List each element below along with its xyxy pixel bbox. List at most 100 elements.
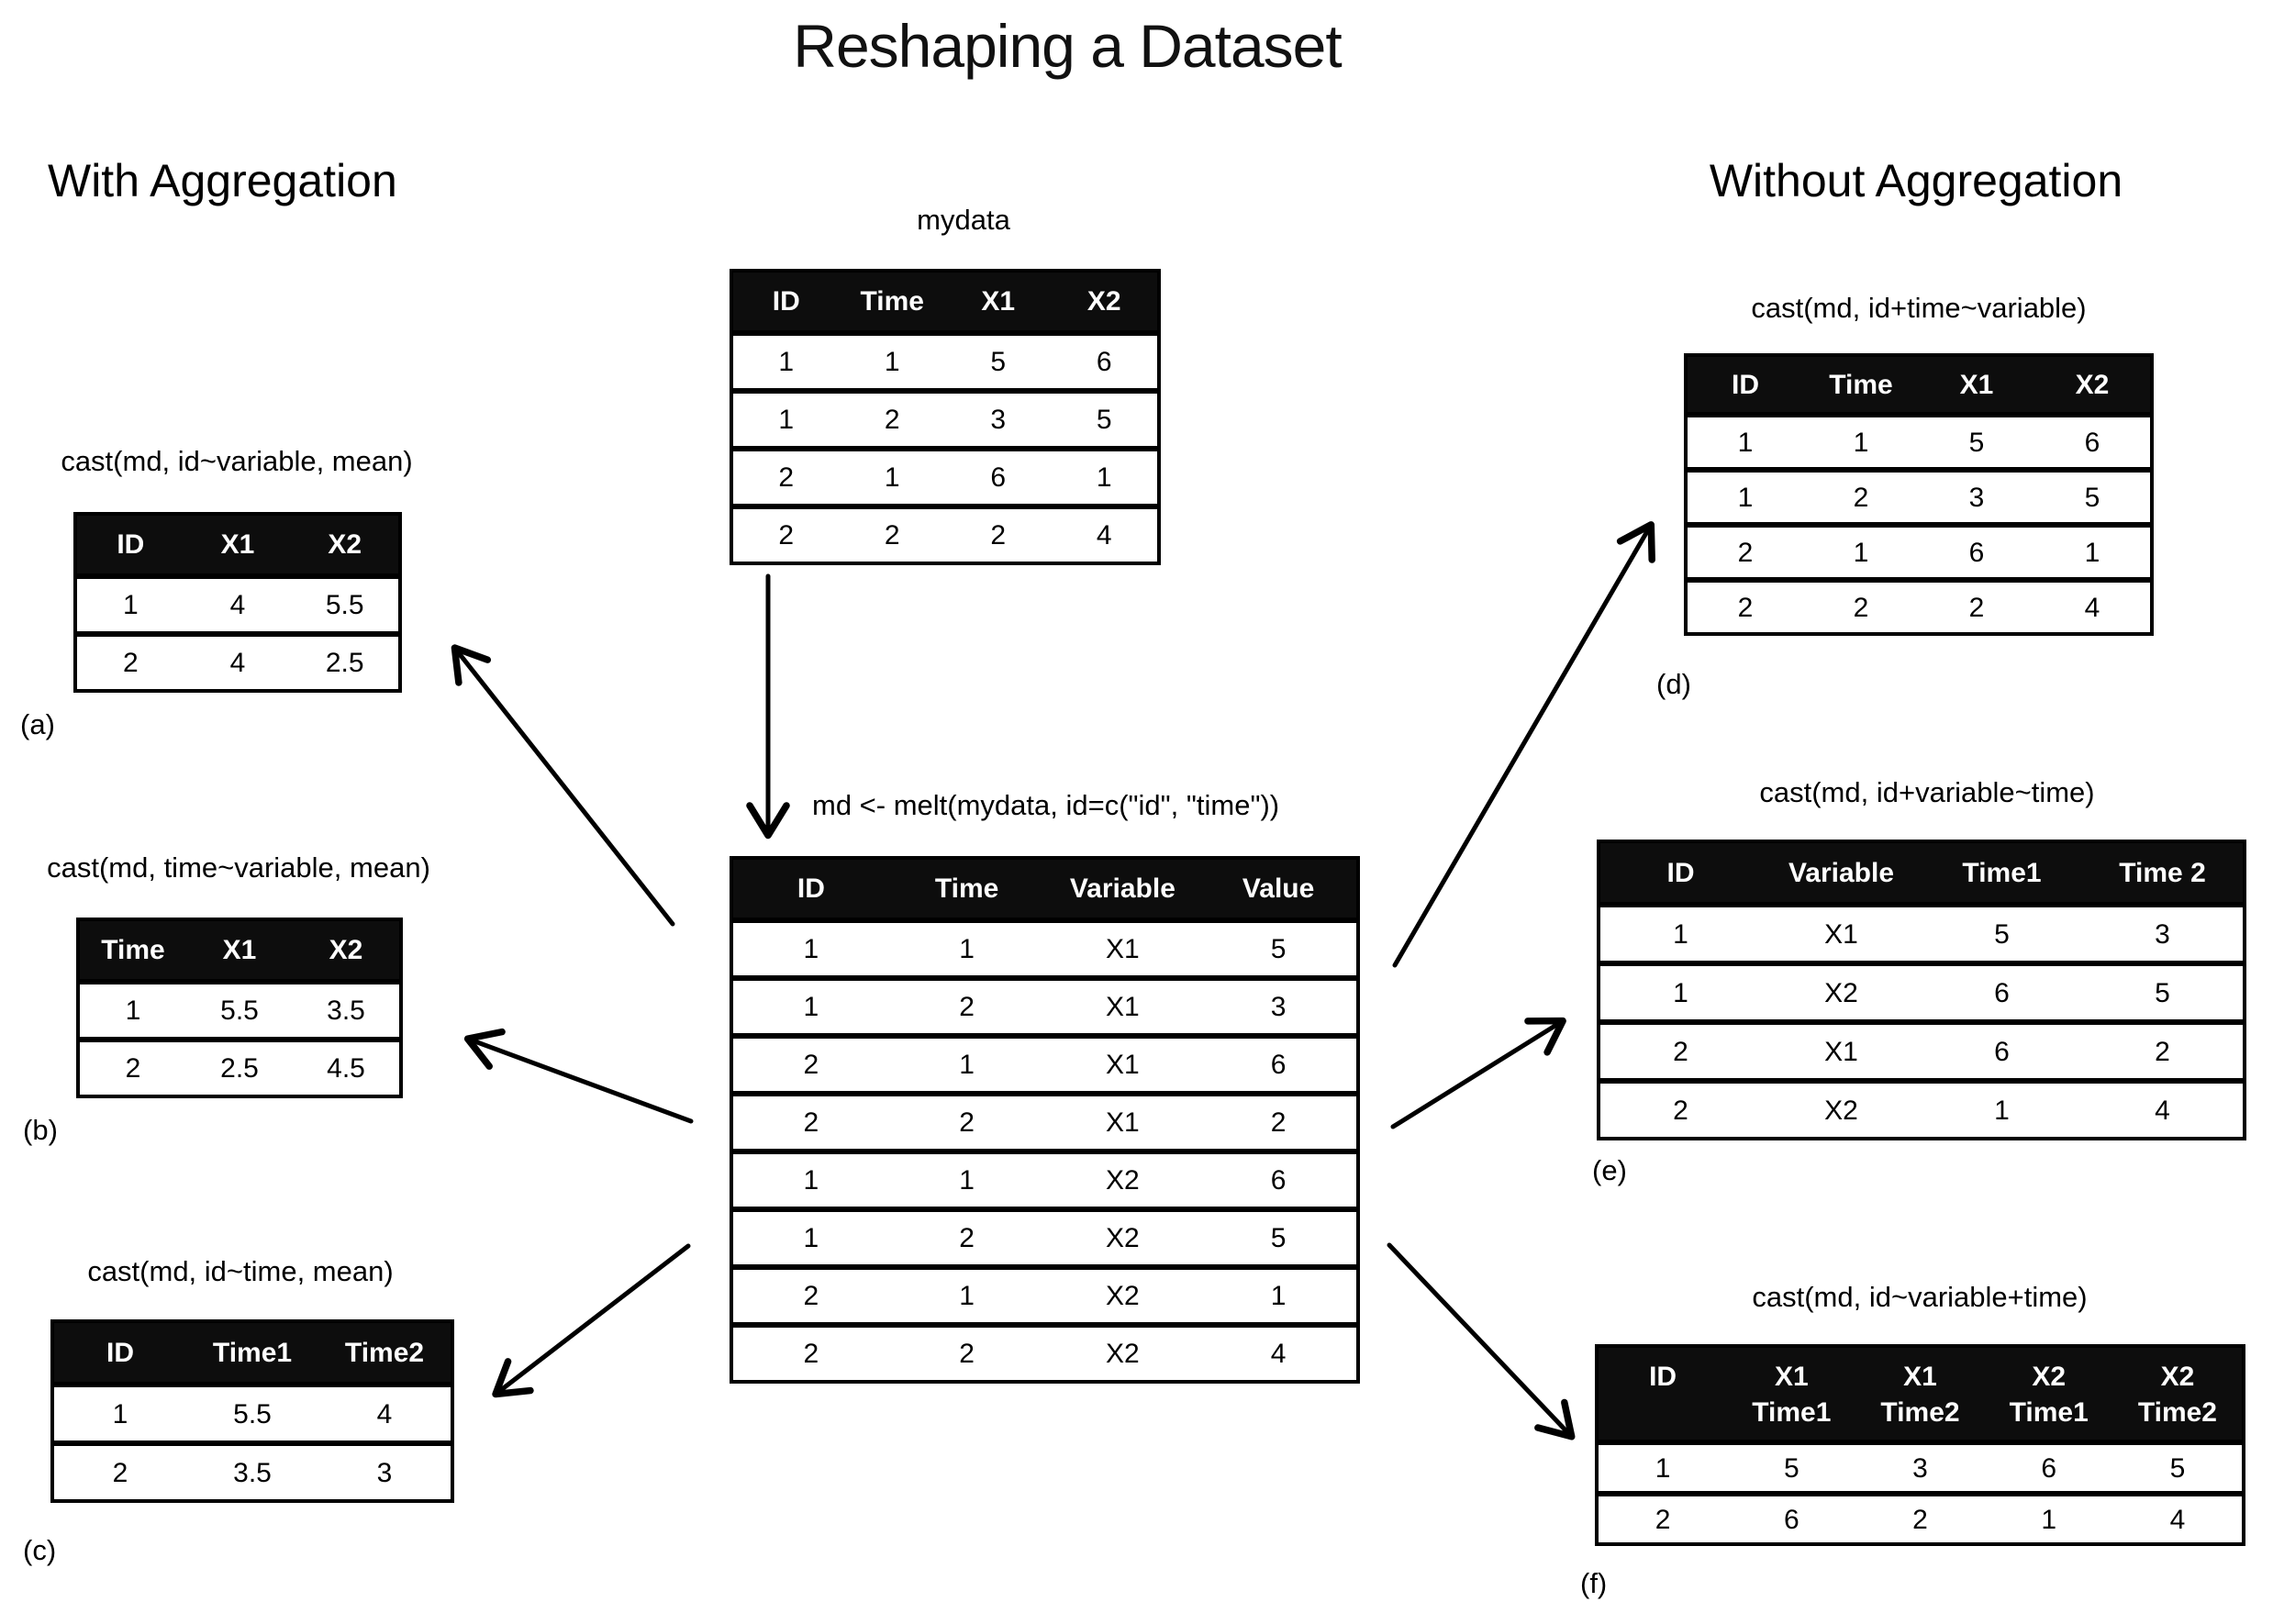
column-header: X1 Time1 (1752, 1362, 1832, 1428)
cast-caption-c: cast(md, id~time, mean) (87, 1255, 394, 1287)
section-heading-without-aggregation: Without Aggregation (1709, 155, 2123, 206)
table-cell: 6 (2041, 1452, 2057, 1484)
table-cell: 6 (1270, 1165, 1287, 1196)
column-header: X1 (1959, 369, 1994, 400)
table-cell: 2 (125, 1053, 141, 1084)
table-cell: 2 (1737, 537, 1754, 568)
table-cell: 1 (1655, 1452, 1671, 1484)
section-heading-with-aggregation: With Aggregation (48, 155, 397, 206)
table-cell: X2 (1824, 977, 1858, 1008)
table-cell: 2 (1270, 1107, 1287, 1138)
column-header: X2 (329, 935, 363, 965)
table-cell: 1 (1853, 537, 1869, 568)
table-cell: 3 (1968, 482, 1985, 513)
table-cell: X1 (1106, 992, 1140, 1022)
mydata-table-title: mydata (917, 204, 1010, 236)
cast-caption-b: cast(md, time~variable, mean) (47, 851, 430, 884)
table-cell: 1 (884, 462, 900, 493)
table-cell: 2 (959, 992, 975, 1022)
table-cell: X1 (1824, 918, 1858, 950)
arrow-melt-to-result-d (1392, 521, 1655, 968)
arrow-melt-to-result-b (463, 1028, 694, 1124)
table-cell: 1 (803, 1223, 819, 1253)
table-cell: 1 (1853, 427, 1869, 458)
table-cell: 5.5 (220, 996, 259, 1026)
column-header: Time (860, 286, 924, 317)
column-header: ID (117, 529, 145, 560)
column-header: X1 (222, 935, 257, 965)
table-cell: 1 (1096, 462, 1112, 493)
table-cell: 5 (1994, 918, 2010, 950)
table-cell: 1 (112, 1398, 128, 1429)
table-cell: 1 (1737, 427, 1754, 458)
arrow-melt-to-result-c (492, 1243, 691, 1398)
table-cell: 5.5 (325, 590, 364, 620)
table-cell: 2 (884, 405, 900, 435)
table-cell: 5 (1783, 1452, 1799, 1484)
column-header: Time 2 (2119, 857, 2206, 888)
table-cell: 2 (778, 462, 795, 493)
table-cell: 1 (884, 347, 900, 377)
table-cell: 2 (803, 1339, 819, 1369)
arrow-melt-to-result-e (1390, 1017, 1566, 1129)
table-cell: 2 (1737, 592, 1754, 623)
table-cell: 4.5 (327, 1053, 365, 1084)
table-cell: 4 (2084, 592, 2100, 623)
column-header: ID (1649, 1362, 1677, 1392)
column-header: X1 (981, 286, 1016, 317)
table-cell: 2 (884, 520, 900, 551)
cast-caption-d: cast(md, id+time~variable) (1751, 292, 2087, 324)
table-cell: 1 (1994, 1095, 2010, 1126)
cast-caption-a: cast(md, id~variable, mean) (61, 445, 413, 477)
table-cell: 2.5 (325, 648, 364, 678)
table-cell: 2 (959, 1339, 975, 1369)
table-cell: 6 (1994, 1036, 2010, 1067)
table-cell: X2 (1106, 1223, 1140, 1253)
column-header: ID (772, 286, 800, 317)
column-header: Variable (1069, 873, 1175, 904)
table-cell: 3.5 (327, 996, 365, 1026)
table-cell: 1 (959, 1165, 975, 1196)
table-cell: 1 (2084, 537, 2100, 568)
table-cell: 4 (2169, 1504, 2186, 1535)
table-header-row: ID Time X1 X2 (733, 273, 1157, 330)
column-header: X2 (1086, 286, 1121, 317)
fig-label-d: (d) (1656, 668, 1691, 700)
arrow-melt-to-result-a (451, 644, 675, 927)
table-cell: 1 (803, 992, 819, 1022)
table-cell: 2 (1853, 592, 1869, 623)
table-cell: 5 (1096, 405, 1112, 435)
column-header: X1 (220, 529, 255, 560)
table-cell: 1 (1673, 918, 1688, 950)
table-cell: 5 (1270, 1223, 1287, 1253)
column-header: Variable (1788, 857, 1895, 888)
table-cell: X2 (1106, 1339, 1140, 1369)
column-header: ID (1732, 369, 1759, 400)
column-header: Value (1242, 873, 1315, 904)
column-header: ID (797, 873, 825, 904)
